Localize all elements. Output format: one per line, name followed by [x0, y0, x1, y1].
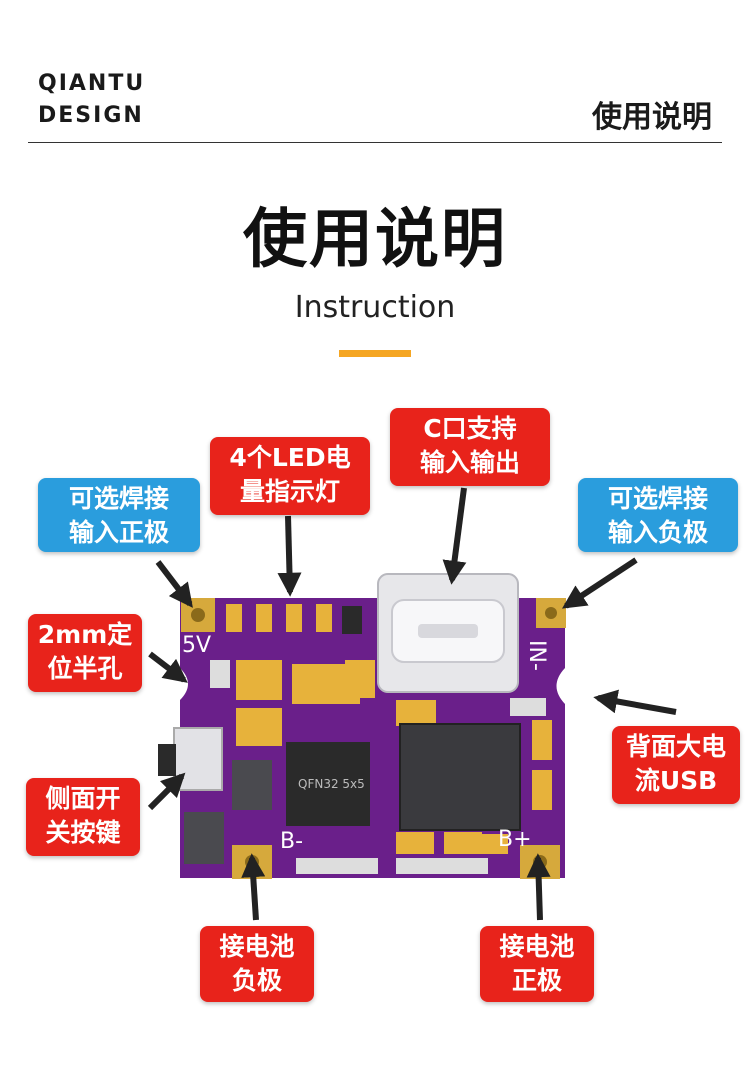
callout-led: 4个LED电 量指示灯 — [210, 437, 370, 515]
led-3 — [286, 604, 302, 632]
led-2 — [256, 604, 272, 632]
callout-in-neg: 可选焊接 输入负极 — [578, 478, 738, 552]
arrow-led — [277, 515, 302, 597]
arrow-hole — [148, 651, 188, 683]
led-4 — [316, 604, 332, 632]
callout-usb-back: 背面大电 流USB — [612, 726, 740, 804]
header-title: 使用说明 — [592, 100, 712, 135]
brand-logo: QIANTU DESIGN — [38, 68, 145, 132]
arrow-bat-pos — [526, 853, 551, 921]
callout-typec: C口支持 输入输出 — [390, 408, 550, 486]
led-1 — [226, 604, 242, 632]
accent-bar — [339, 350, 411, 357]
brand-line-2: DESIGN — [38, 103, 144, 128]
callout-switch: 侧面开 关按键 — [26, 778, 140, 856]
inductor — [399, 723, 521, 831]
callout-hole: 2mm定 位半孔 — [28, 614, 142, 692]
brand-line-1: QIANTU — [38, 71, 146, 96]
silk-in-neg: IN- — [524, 640, 549, 671]
silk-b-neg: B- — [280, 829, 303, 854]
arrow-bat-neg — [241, 853, 266, 921]
arrow-usb-back — [593, 689, 677, 715]
silk-b-pos: B+ — [498, 827, 532, 852]
callout-bat-neg: 接电池 负极 — [200, 926, 314, 1002]
arrow-in-pos — [155, 560, 193, 608]
arrow-typec — [442, 487, 467, 585]
page-subtitle: Instruction — [294, 290, 456, 325]
arrow-in-neg — [561, 557, 638, 609]
callout-in-pos: 可选焊接 输入正极 — [38, 478, 200, 552]
silk-5v: 5V — [182, 633, 211, 658]
arrow-switch — [147, 772, 186, 811]
page-title: 使用说明 — [243, 203, 507, 277]
qfn-chip — [286, 742, 370, 826]
callout-bat-pos: 接电池 正极 — [480, 926, 594, 1002]
header-divider — [28, 142, 722, 143]
chip-label: QFN32 5x5 — [298, 777, 365, 791]
